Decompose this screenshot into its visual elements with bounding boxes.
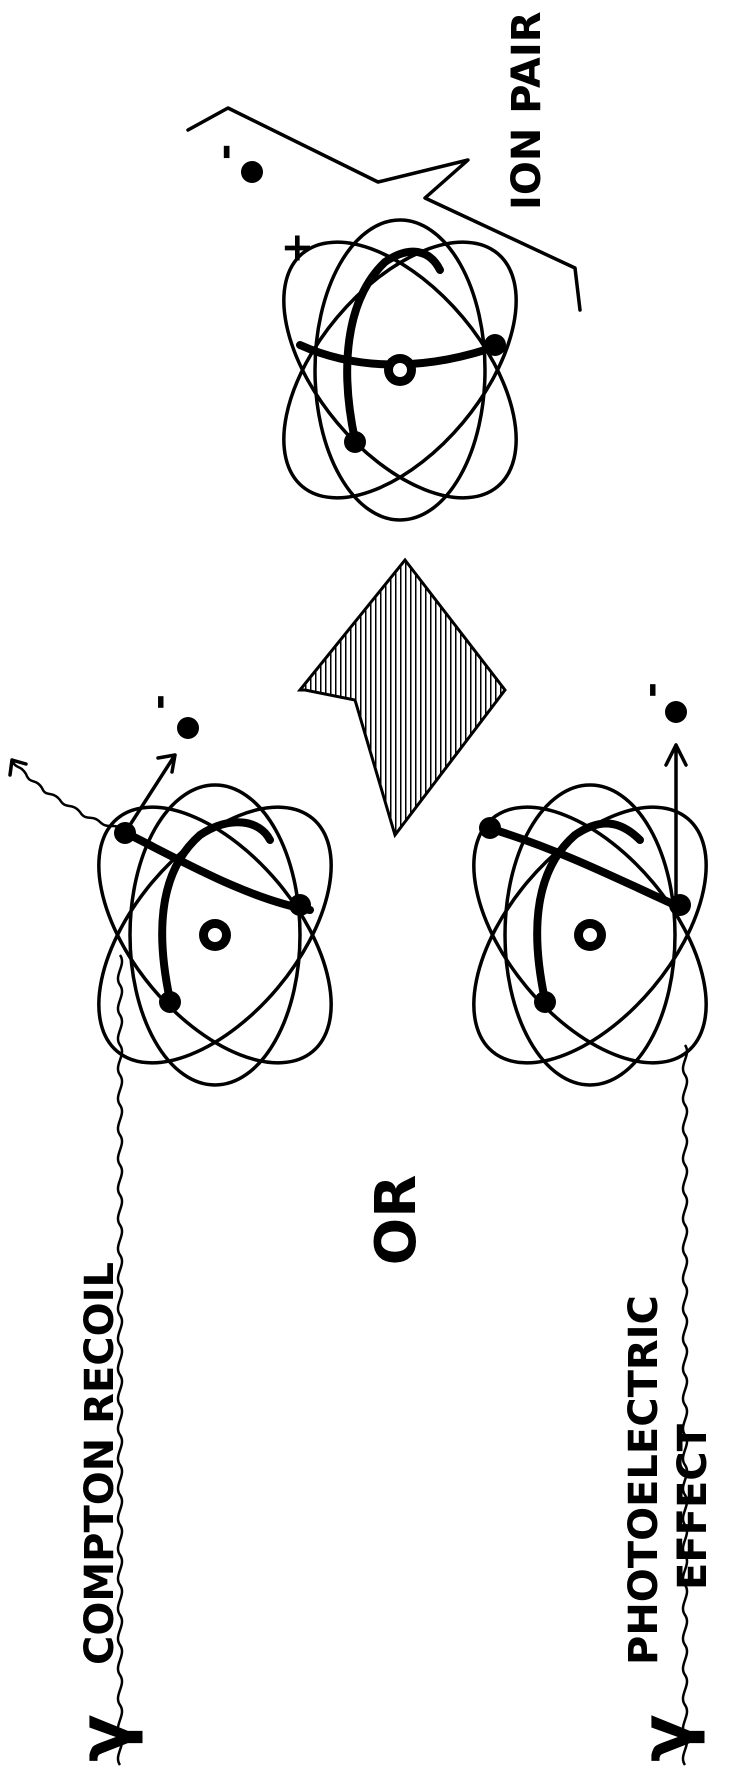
electron-icon (484, 334, 506, 356)
electron-icon (159, 991, 181, 1013)
recoil-electron-arrow (128, 755, 175, 828)
gamma-symbol-compton: γ (63, 1714, 145, 1762)
electron-icon (344, 431, 366, 453)
electron-icon (241, 161, 263, 183)
photoelectric-atom-icon (429, 766, 750, 1104)
electron-icon (114, 822, 136, 844)
compton-recoil-label: COMPTON RECOIL (77, 1262, 123, 1665)
or-label: OR (364, 1175, 429, 1266)
ion-pair-label: ION PAIR (504, 11, 550, 210)
electron-icon (289, 894, 311, 916)
electron-charge-label: - (202, 144, 248, 161)
photoelectric-label-line1: PHOTOELECTRIC (621, 1295, 667, 1665)
electron-icon (665, 701, 687, 723)
photoelectric-label-line2: EFFECT (670, 1423, 716, 1590)
ion-charge-label: + (274, 231, 320, 265)
gamma-symbol-photoelectric: γ (625, 1714, 707, 1762)
electron-icon (669, 894, 691, 916)
scattered-gamma-wave (12, 760, 122, 830)
photoelectric-gamma-wave (683, 1045, 687, 1765)
electron-icon (177, 717, 199, 739)
electron-icon (534, 991, 556, 1013)
hatched-arrow-icon (300, 560, 505, 835)
electron-icon (479, 817, 501, 839)
electron-charge-label: - (629, 682, 673, 698)
electron-charge-label: - (137, 694, 181, 710)
compton-atom-icon (54, 766, 375, 1104)
